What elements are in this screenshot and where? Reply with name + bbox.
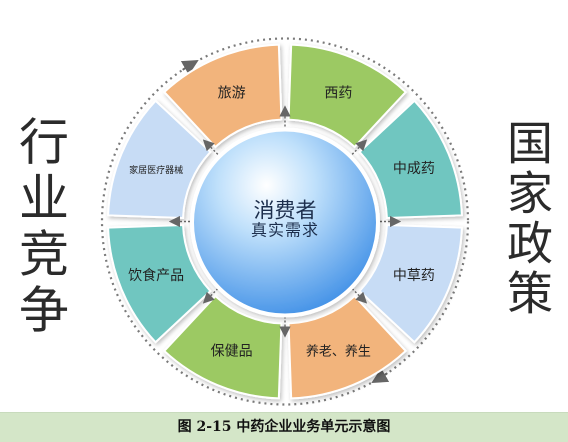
segment-label-4: 养老、养生 bbox=[306, 343, 371, 359]
outer-arrow-bottom bbox=[371, 368, 390, 383]
segment-2 bbox=[358, 99, 463, 219]
outer-dotted-ring bbox=[100, 37, 470, 406]
connector-arrows bbox=[168, 105, 402, 338]
connector-arrow-6 bbox=[202, 288, 219, 304]
segment-8 bbox=[162, 43, 283, 149]
connector-arrow-8 bbox=[202, 139, 219, 155]
left-text-industry-competition: 行业竞争 bbox=[19, 114, 69, 340]
connector-arrow-4 bbox=[351, 288, 368, 304]
segment-7 bbox=[107, 99, 212, 219]
right-text-national-policy: 国家政策 bbox=[507, 117, 553, 321]
segment-label-1: 西药 bbox=[324, 86, 352, 102]
segment-3 bbox=[358, 224, 463, 344]
segment-label-7: 家居医疗器械 bbox=[129, 164, 183, 176]
segment-label-2: 中成药 bbox=[393, 161, 435, 177]
segment-4 bbox=[287, 294, 408, 400]
segment-5 bbox=[162, 294, 283, 400]
center-title: 消费者 bbox=[254, 199, 317, 223]
outer-arrow-top bbox=[180, 60, 199, 75]
segment-label-6: 饮食产品 bbox=[128, 267, 184, 284]
segment-1 bbox=[287, 43, 408, 149]
center-circle bbox=[190, 127, 380, 318]
caption-bar bbox=[0, 412, 568, 442]
segment-6 bbox=[107, 224, 212, 344]
connector-arrow-2 bbox=[351, 139, 368, 155]
segment-label-5: 保健品 bbox=[211, 343, 253, 359]
figure-caption: 图 2-15 中药企业业务单元示意图 bbox=[177, 419, 391, 435]
segment-label-3: 中草药 bbox=[393, 268, 435, 284]
center-subtitle: 真实需求 bbox=[251, 221, 319, 240]
segment-label-8: 旅游 bbox=[218, 86, 246, 102]
